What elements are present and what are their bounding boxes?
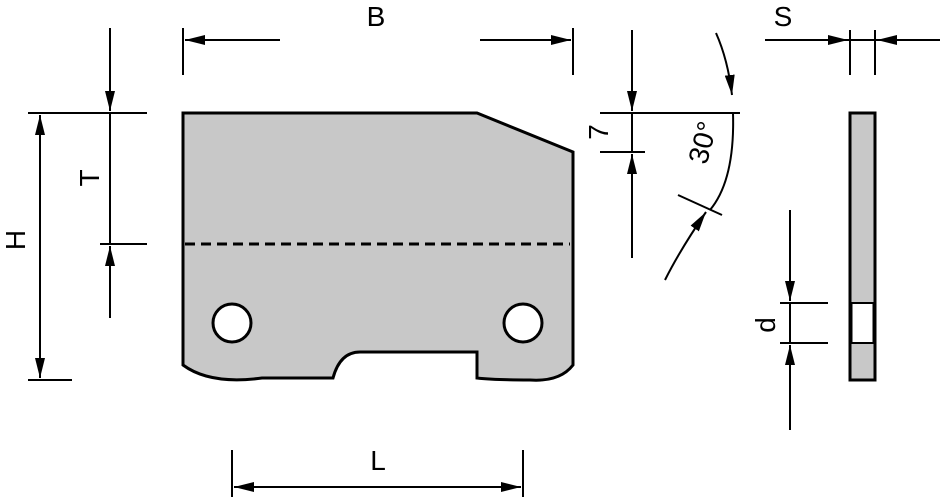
label-t: T (74, 169, 105, 186)
hole-section (850, 302, 875, 344)
label-7: 7 (583, 124, 614, 140)
dimension-angle: 30° (664, 32, 735, 281)
blade-outline (181, 111, 575, 382)
label-d: d (750, 317, 781, 333)
dimension-h: H (0, 112, 147, 381)
dimension-t: T (74, 28, 147, 318)
blade-front-view (181, 111, 575, 382)
blade-side-view (848, 111, 877, 382)
dimension-l: L (231, 445, 524, 497)
dimension-b: B (182, 1, 574, 75)
label-30-degrees: 30° (682, 118, 723, 167)
label-l: L (370, 445, 386, 476)
dimension-7: 7 (583, 30, 740, 258)
dimension-d: d (750, 210, 828, 430)
mounting-hole-right (502, 302, 544, 344)
label-s: S (774, 1, 793, 32)
label-b: B (367, 1, 386, 32)
dimension-s: S (765, 1, 940, 75)
mounting-hole-left (211, 302, 253, 344)
label-h: H (0, 230, 31, 250)
